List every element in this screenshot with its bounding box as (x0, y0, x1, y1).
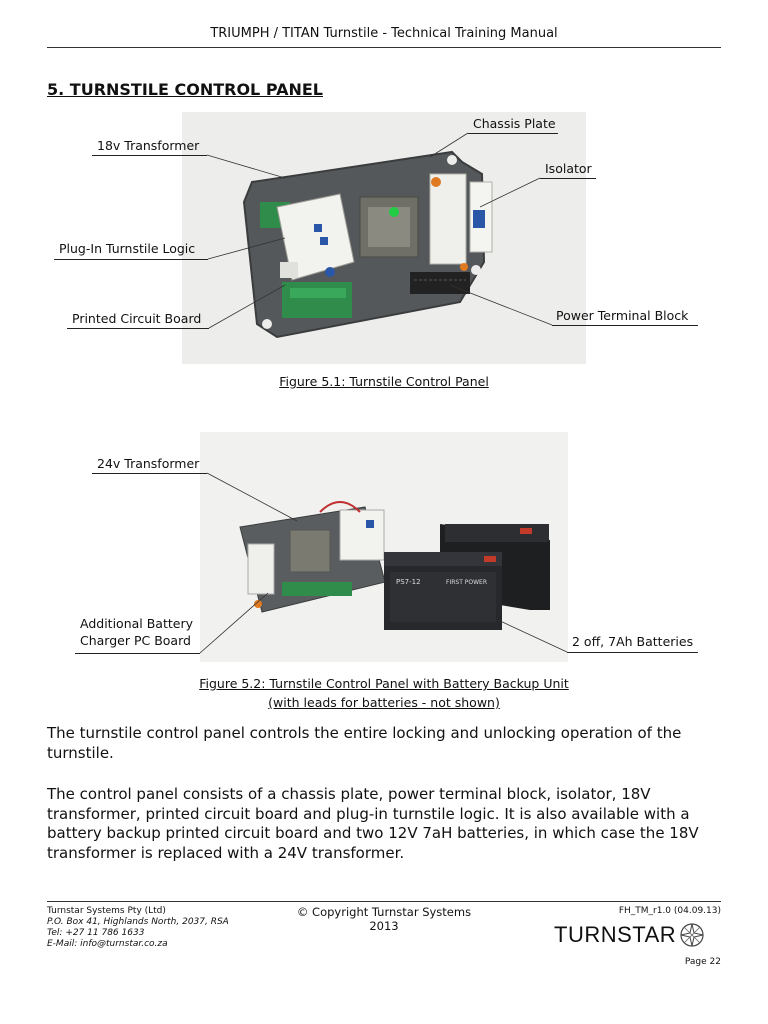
callout-underline (540, 178, 596, 179)
footer-company: Turnstar Systems Pty (Ltd) (47, 906, 166, 916)
footer-address: P.O. Box 41, Highlands North, 2037, RSA (47, 917, 229, 927)
header-rule (47, 47, 721, 48)
footer-copyright: © Copyright Turnstar Systems (296, 905, 472, 919)
figure1-caption-text: Figure 5.1: Turnstile Control Panel (279, 374, 489, 389)
footer-tel: Tel: +27 11 786 1633 (47, 928, 145, 938)
callout-underline (567, 652, 698, 653)
footer-copyright-block: © Copyright Turnstar Systems 2013 (284, 905, 484, 933)
figure2-caption-line1: Figure 5.2: Turnstile Control Panel with… (199, 676, 569, 691)
turnstile-logo-icon (680, 923, 704, 947)
battery-brand-label: FIRST POWER (446, 579, 487, 586)
callout-power-terminal: Power Terminal Block (556, 308, 689, 323)
callout-charger-line2: Charger PC Board (80, 633, 191, 648)
callout-underline (92, 155, 207, 156)
battery-backup-photo: PS7-12 FIRST POWER (200, 432, 568, 662)
callout-24v-transformer: 24v Transformer (97, 456, 200, 471)
body-paragraph-2: The control panel consists of a chassis … (47, 785, 699, 862)
callout-chassis-plate: Chassis Plate (473, 116, 556, 131)
callout-underline (54, 259, 208, 260)
control-panel-photo (182, 112, 586, 364)
footer-email: E-Mail: info@turnstar.co.za (47, 939, 168, 949)
callout-batteries: 2 off, 7Ah Batteries (572, 634, 694, 649)
section-title: 5. TURNSTILE CONTROL PANEL (47, 80, 323, 99)
callout-underline (92, 473, 207, 474)
page-number: Page 22 (684, 957, 721, 967)
callout-18v-transformer: 18v Transformer (97, 138, 200, 153)
callout-underline (468, 133, 558, 134)
footer-doc-ref: FH_TM_r1.0 (04.09.13) (618, 906, 721, 916)
control-panel-illustration (242, 150, 493, 339)
callout-underline (67, 328, 209, 329)
callout-underline (75, 653, 200, 654)
footer-rule (47, 901, 721, 902)
logo-wordmark: TURNSTAR (554, 922, 677, 947)
footer-address-block: Turnstar Systems Pty (Ltd) P.O. Box 41, … (47, 906, 229, 950)
figure2-caption-line2: (with leads for batteries - not shown) (268, 695, 500, 710)
callout-plugin-logic: Plug-In Turnstile Logic (59, 241, 196, 256)
callout-underline (552, 325, 698, 326)
callout-isolator: Isolator (545, 161, 592, 176)
callout-charger-line1: Additional Battery (80, 616, 193, 631)
battery-label-front: PS7-12 (396, 578, 421, 586)
callout-pcb: Printed Circuit Board (72, 311, 202, 326)
body-paragraph-1: The turnstile control panel controls the… (47, 724, 682, 762)
figure2-caption: Figure 5.2: Turnstile Control Panel with… (0, 674, 768, 712)
turnstar-logo: TURNSTAR (554, 922, 705, 948)
footer-year: 2013 (369, 919, 399, 933)
callout-battery-charger: Additional Battery Charger PC Board (80, 615, 193, 649)
battery-backup-illustration: PS7-12 FIRST POWER (239, 501, 550, 630)
figure1-caption: Figure 5.1: Turnstile Control Panel (0, 374, 768, 389)
document-header: TRIUMPH / TITAN Turnstile - Technical Tr… (210, 26, 558, 41)
